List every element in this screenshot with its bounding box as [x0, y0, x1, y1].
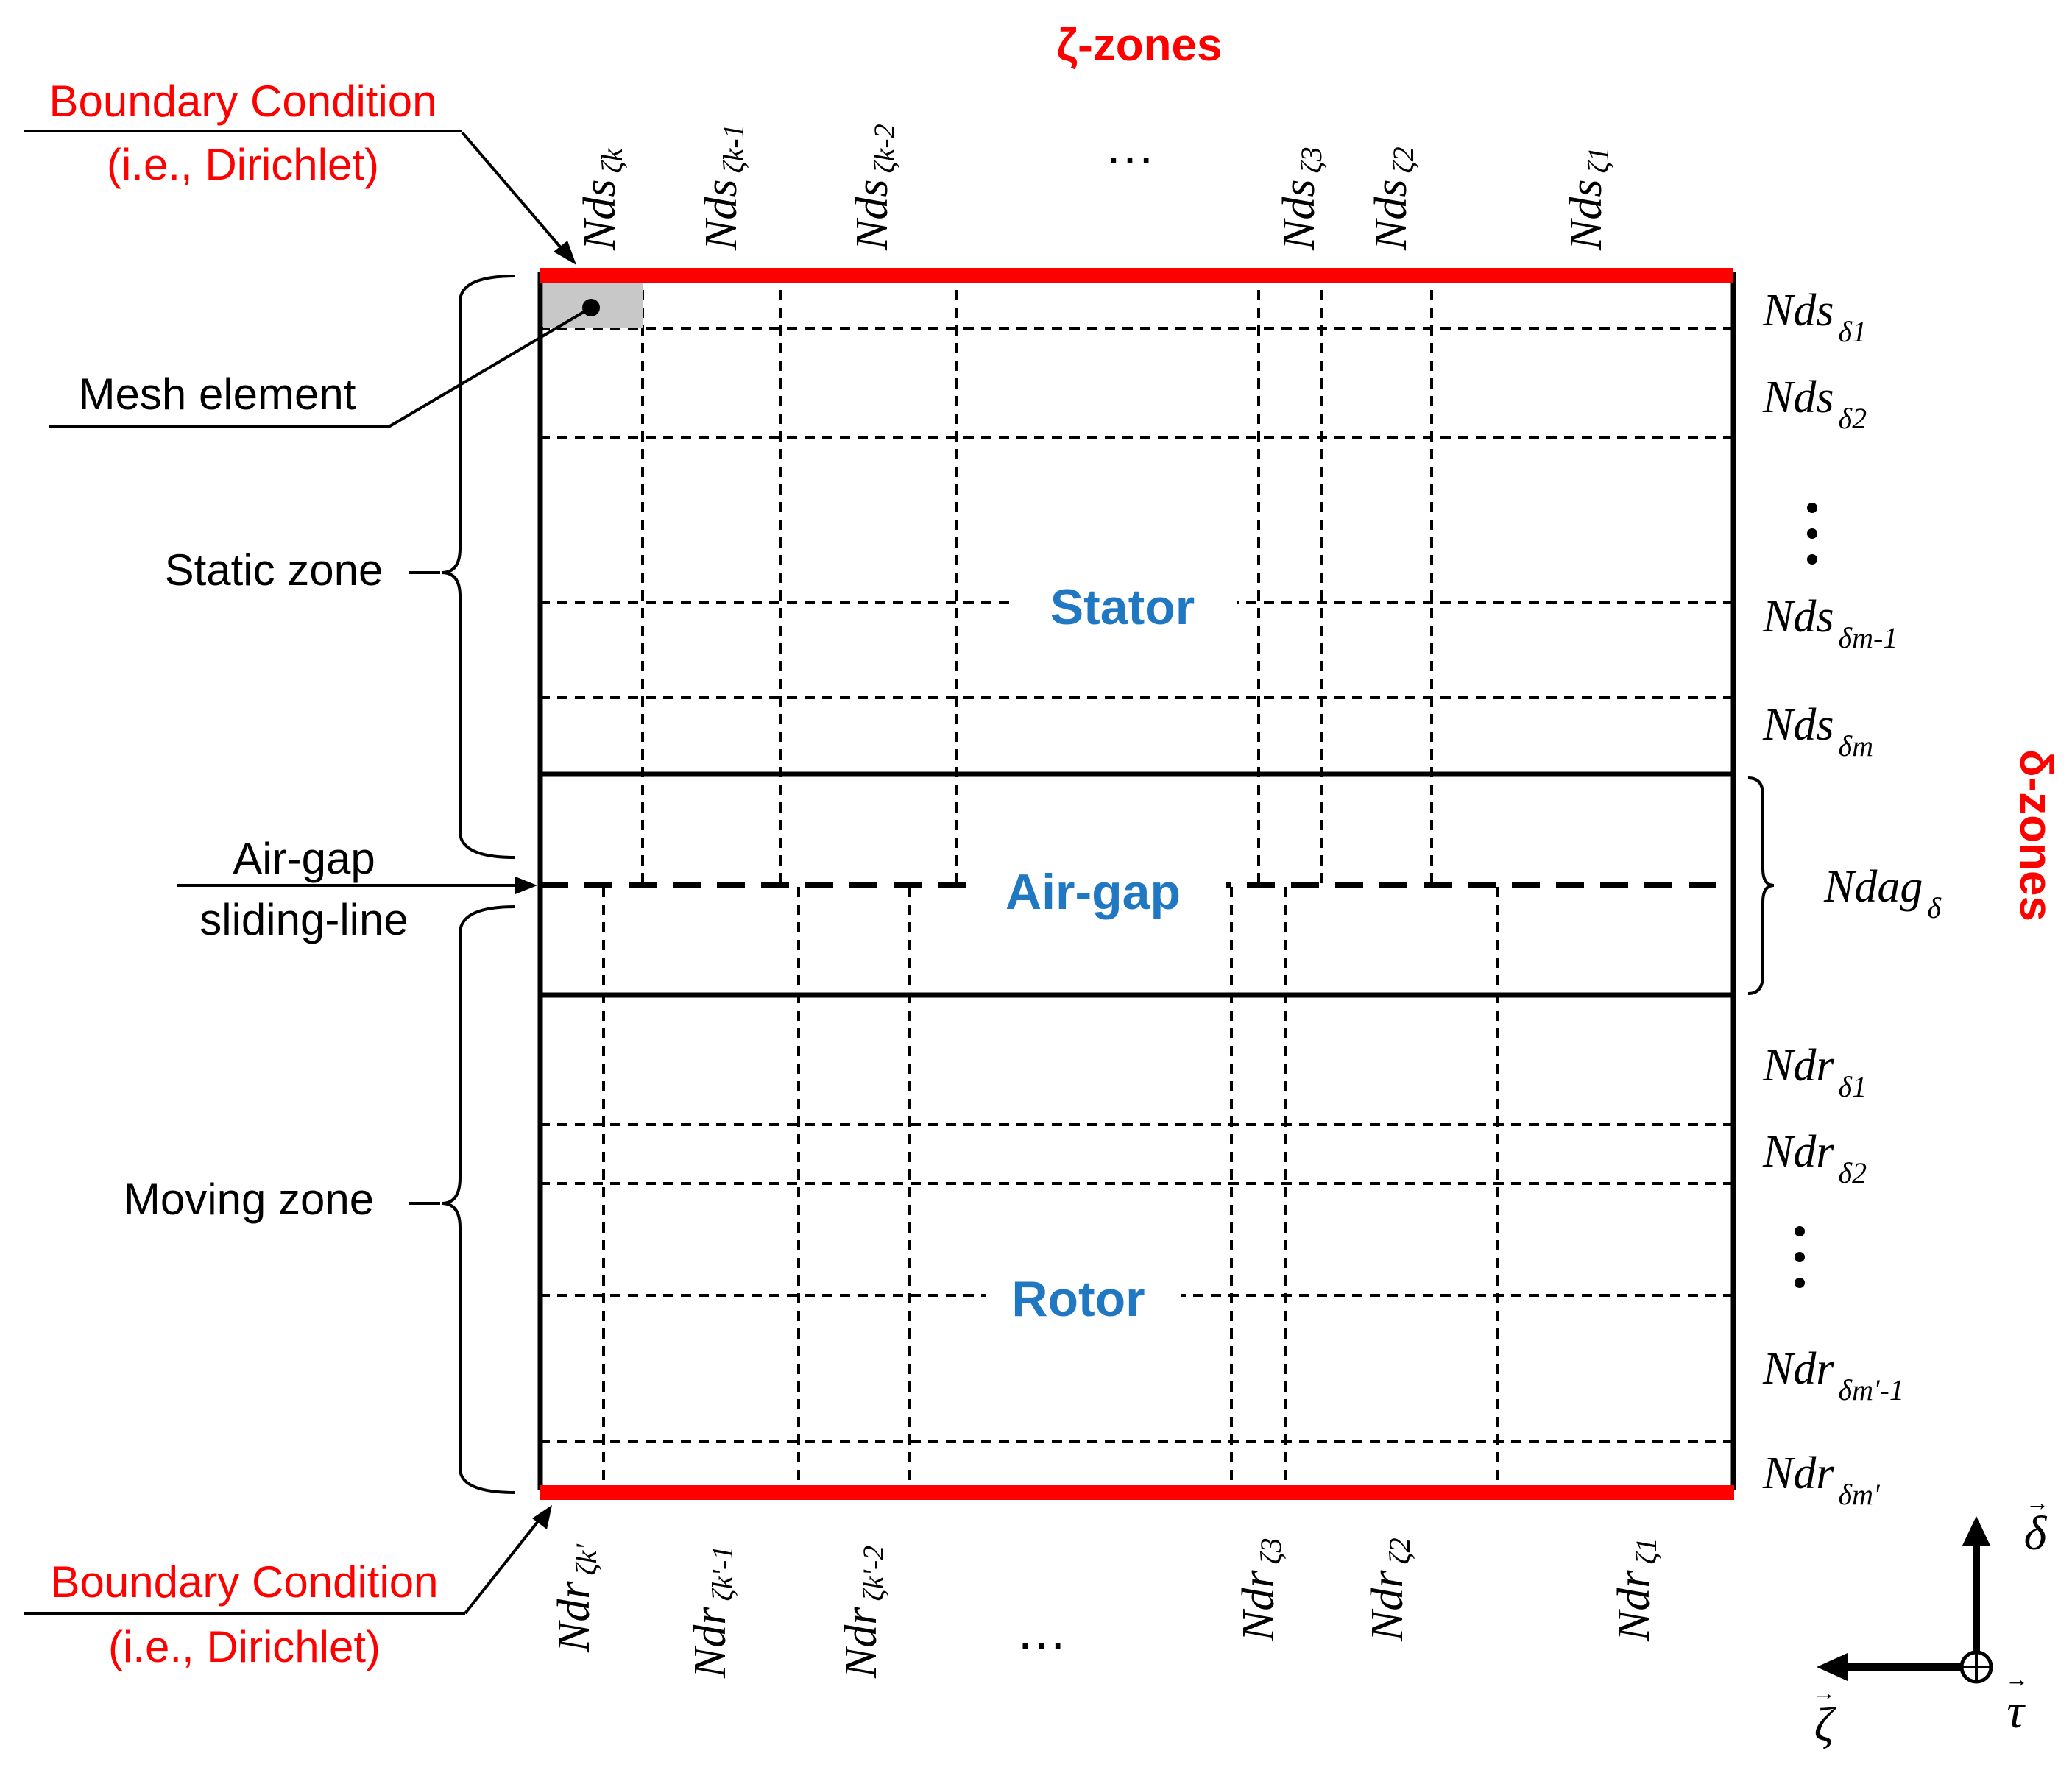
airgap-region-label: Air-gap: [1005, 864, 1181, 920]
bottom-label-zeta-k: Ndrζk': [549, 1543, 603, 1653]
boundary-top-arrow: [461, 131, 565, 252]
stator-grid: [540, 272, 1733, 883]
boundary-top-line2: (i.e., Dirichlet): [107, 140, 379, 189]
zeta-axis-label: ζ: [1814, 1698, 1837, 1752]
zeta-vector-arrow: →: [1812, 1679, 1836, 1705]
top-label-zeta-2: Ndsζ2: [1366, 146, 1420, 251]
delta-axis-arrowhead: [1962, 1516, 1990, 1546]
boundary-bottom-arrow: [464, 1516, 542, 1615]
bottom-label-zeta-2: Ndrζ2: [1362, 1537, 1416, 1642]
frame: [537, 272, 1736, 1490]
delta-vector-arrow: →: [2026, 1489, 2049, 1515]
boundary-line-top: [540, 268, 1733, 283]
airgap-sliding-label-2: sliding-line: [199, 895, 408, 944]
boundary-bottom-line2: (i.e., Dirichlet): [108, 1622, 381, 1671]
top-ellipsis: …: [1104, 117, 1156, 174]
top-label-zeta-k-2: Ndsζk-2: [847, 124, 901, 251]
bottom-ellipsis: …: [1016, 1602, 1067, 1660]
top-label-zeta-k: Ndsζk: [575, 147, 629, 251]
static-zone-brace: [441, 275, 516, 859]
rotor-label: Rotor: [1011, 1271, 1145, 1327]
rotor-grid: [540, 887, 1733, 1490]
boundary-top-line1: Boundary Condition: [49, 77, 436, 126]
static-zone-label: Static zone: [165, 545, 383, 595]
moving-zone-label: Moving zone: [124, 1175, 374, 1224]
tau-axis-label: τ: [2006, 1685, 2026, 1738]
delta-axis-label: δ: [2024, 1507, 2048, 1560]
airgap-right-brace: [1747, 776, 1775, 995]
boundary-top-arrowhead: [554, 241, 576, 265]
boundary-line-bottom: [540, 1485, 1734, 1500]
stator-label: Stator: [1050, 579, 1195, 635]
zeta-axis-arrowhead: [1817, 1653, 1848, 1681]
bottom-label-zeta-k-2: Ndrζk'-2: [836, 1546, 890, 1679]
right-stator-vdots: [1807, 503, 1817, 565]
mesh-element-label: Mesh element: [79, 369, 356, 419]
tau-vector-arrow: →: [2005, 1666, 2029, 1692]
airgap-sliding-arrowhead: [515, 877, 537, 894]
axes-indicator: δ → ζ → τ →: [1812, 1489, 2049, 1752]
bottom-label-zeta-3: Ndrζ3: [1234, 1537, 1287, 1642]
moving-zone-brace: [441, 905, 516, 1494]
mesh-element-leader: [49, 306, 593, 428]
top-zeta-labels: Ndsζk Ndsζk-1 Ndsζk-2 Ndsζ3 Ndsζ2 Ndsζ1: [575, 124, 1615, 251]
delta-zones-title: δ-zones: [2010, 749, 2061, 921]
right-rotor-vdots: [1795, 1226, 1805, 1288]
top-label-zeta-1: Ndsζ1: [1561, 146, 1615, 251]
zeta-zones-title: ζ-zones: [1057, 20, 1223, 71]
boundary-bottom-arrowhead: [532, 1505, 552, 1529]
airgap-sliding-label-1: Air-gap: [233, 834, 375, 883]
bottom-label-zeta-k-1: Ndrζk'-1: [685, 1546, 739, 1679]
bottom-label-zeta-1: Ndrζ1: [1609, 1537, 1663, 1642]
boundary-bottom-line1: Boundary Condition: [50, 1557, 438, 1607]
top-label-zeta-3: Ndsζ3: [1274, 146, 1328, 251]
top-label-zeta-k-1: Ndsζk-1: [696, 124, 750, 251]
bottom-zeta-labels: Ndrζk' Ndrζk'-1 Ndrζk'-2 Ndrζ3 Ndrζ2 Ndr…: [549, 1537, 1663, 1679]
